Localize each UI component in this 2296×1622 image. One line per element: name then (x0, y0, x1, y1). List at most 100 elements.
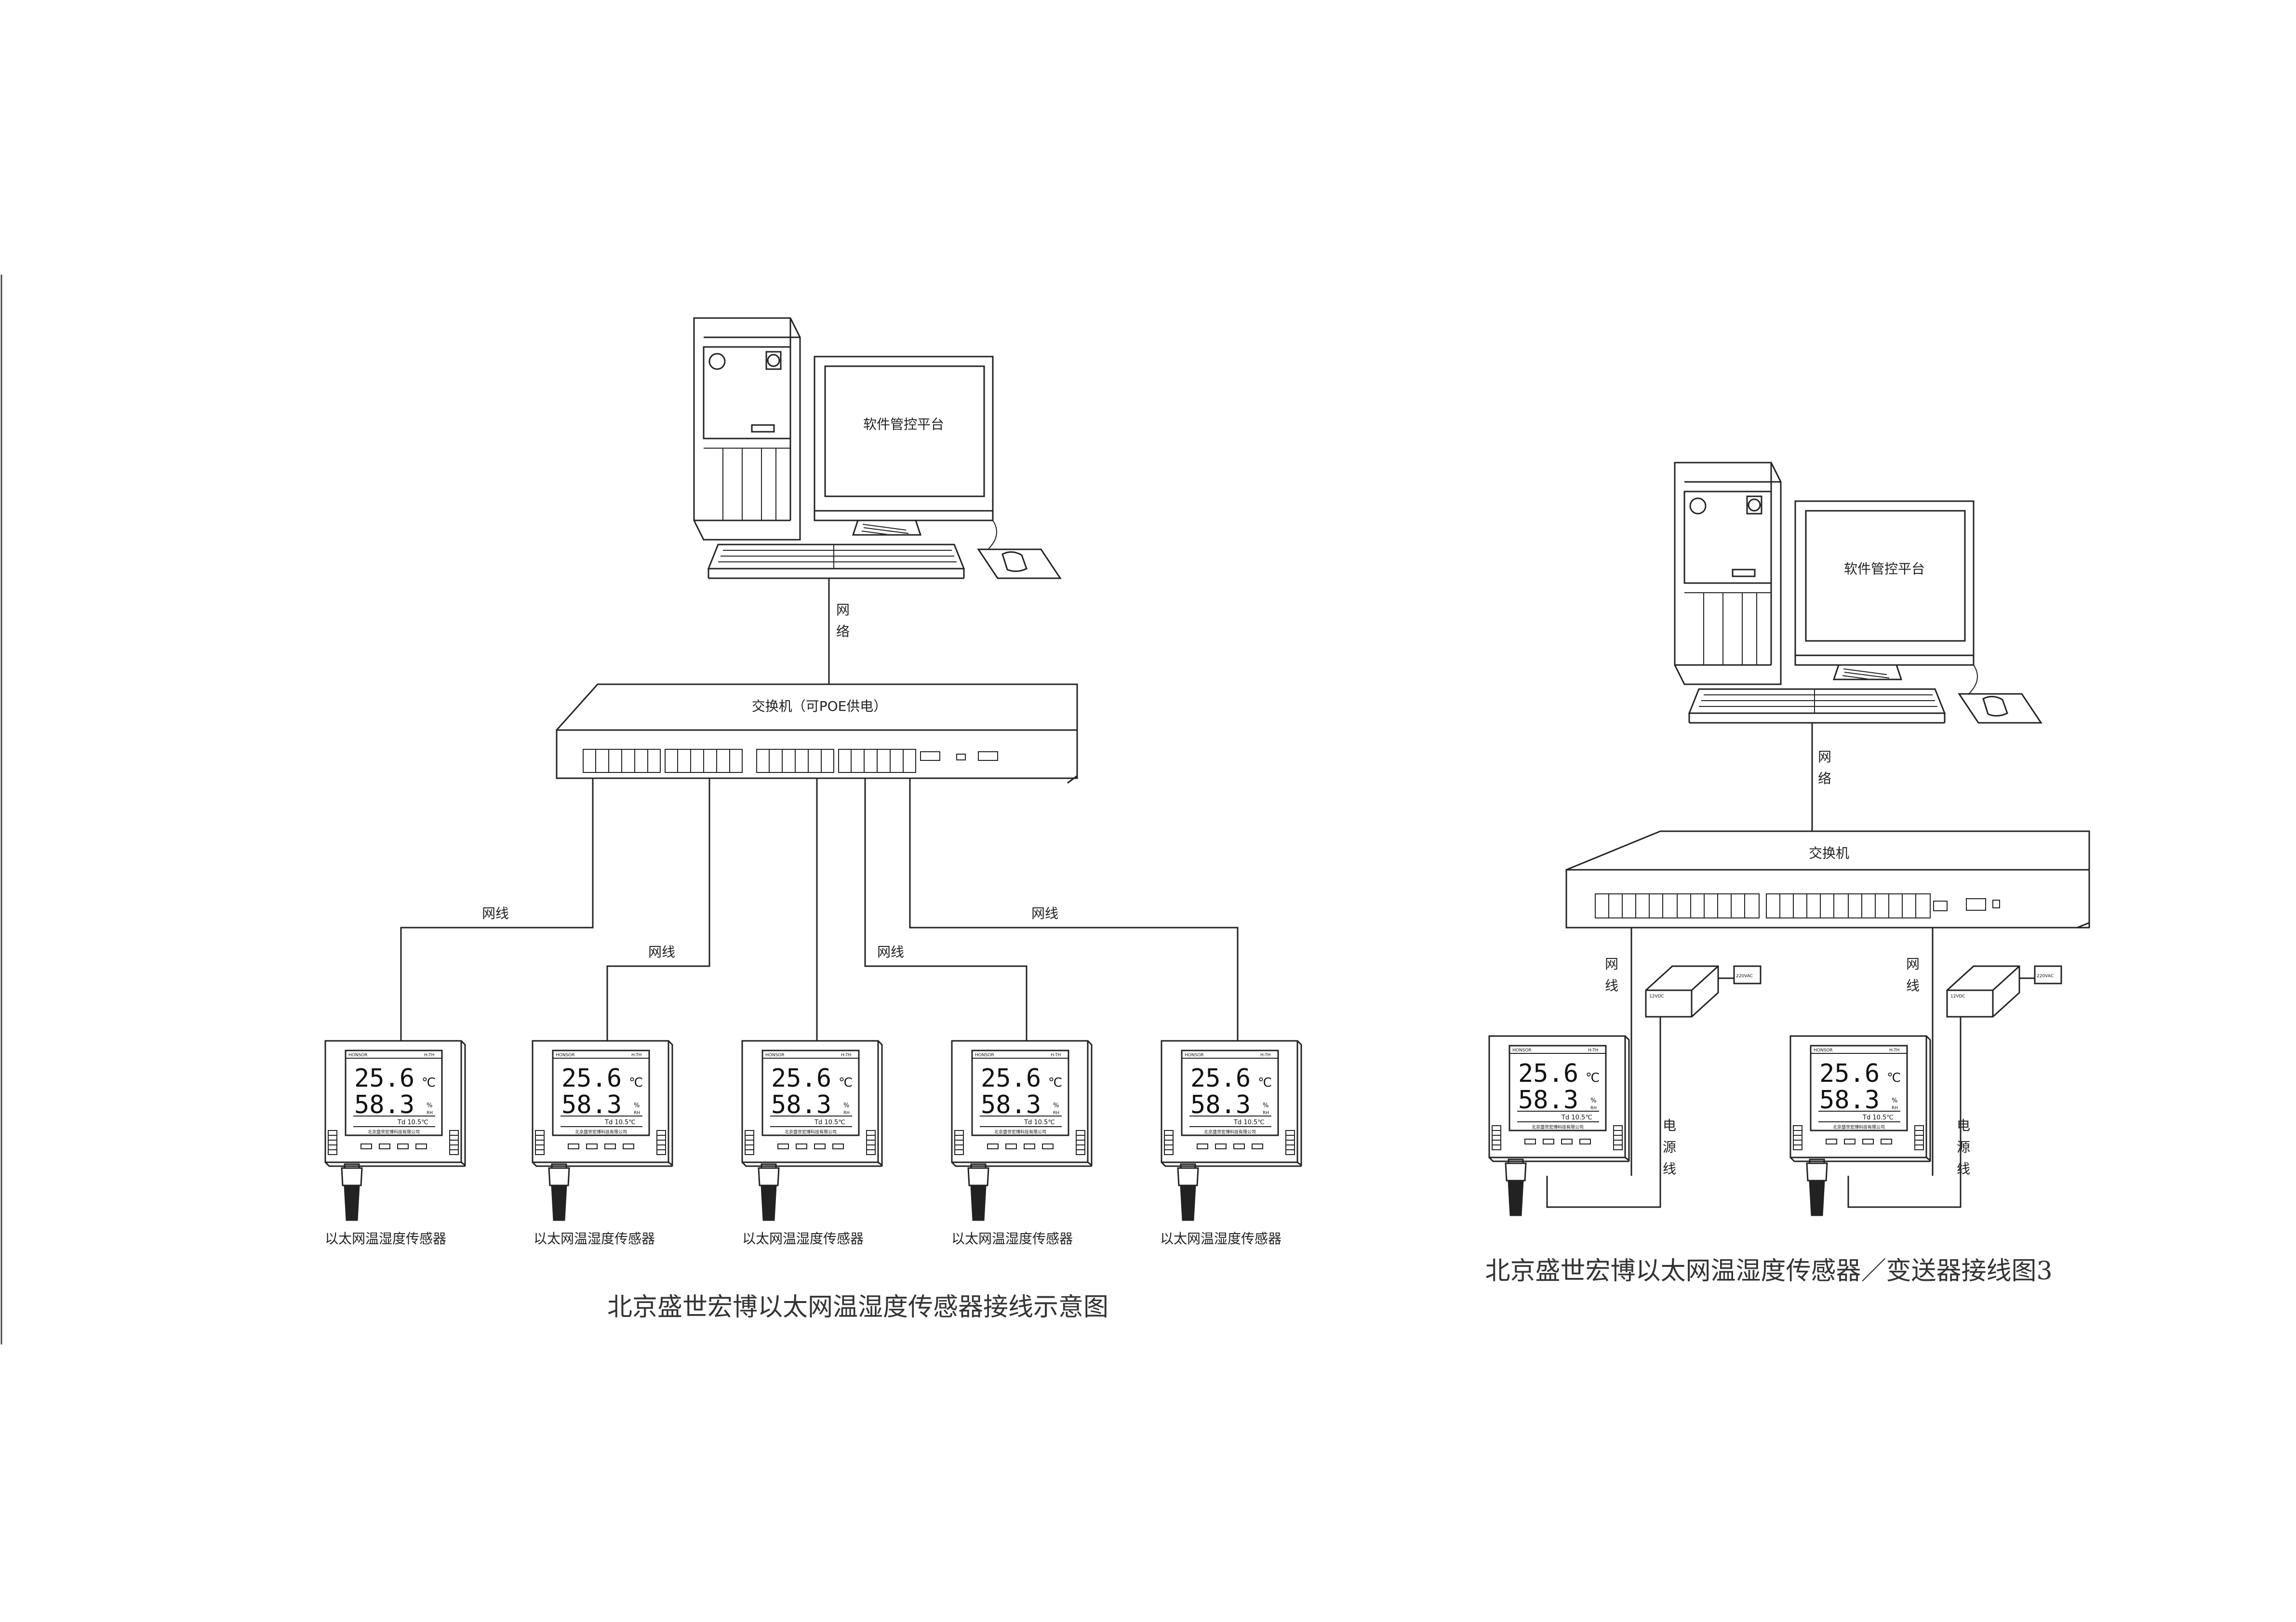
svg-text:58.3: 58.3 (1518, 1086, 1578, 1115)
svg-text:℃: ℃ (839, 1076, 853, 1090)
sensor-caption-1: 以太网温湿度传感器 (325, 1231, 446, 1247)
svg-text:Td 10.5℃: Td 10.5℃ (1233, 1119, 1265, 1126)
svg-text:℃: ℃ (629, 1076, 643, 1090)
sensor-device-3: HONSOR H-TH 25.6 ℃ 58.3 % RH Td 10.5℃ 北京… (741, 1040, 883, 1221)
network-cables-2 (1546, 928, 2035, 1208)
svg-text:北京盛世宏博科技有限公司: 北京盛世宏博科技有限公司 (994, 1129, 1046, 1135)
sensor-caption-4: 以太网温湿度传感器 (951, 1231, 1073, 1247)
svg-text:RH: RH (634, 1111, 640, 1116)
svg-text:RH: RH (843, 1111, 850, 1116)
svg-text:HONSOR: HONSOR (1814, 1048, 1833, 1053)
svg-text:%: % (1590, 1097, 1596, 1104)
power-label-2b: 源 (1957, 1139, 1970, 1155)
svg-text:H-TH: H-TH (1051, 1053, 1061, 1058)
svg-text:Td 10.5℃: Td 10.5℃ (1561, 1114, 1592, 1121)
svg-text:H-TH: H-TH (1588, 1048, 1598, 1053)
svg-text:H-TH: H-TH (424, 1053, 434, 1058)
svg-text:HONSOR: HONSOR (765, 1053, 785, 1058)
network-switch-2 (1565, 830, 2090, 929)
sensor-device-7: HONSOR H-TH 25.6 ℃ 58.3 % RH Td 10.5℃ 北京… (1789, 1035, 1931, 1216)
computer-workstation-2 (1674, 462, 2042, 724)
computer-workstation-1 (693, 317, 1061, 579)
svg-text:H-TH: H-TH (631, 1053, 641, 1058)
network-label-2b: 络 (1818, 771, 1831, 786)
svg-text:H-TH: H-TH (841, 1053, 851, 1058)
sensor-device-1: HONSOR H-TH 25.6 ℃ 58.3 % RH Td 10.5℃ 北京… (324, 1040, 466, 1221)
svg-text:12VDC: 12VDC (1950, 994, 1965, 999)
sensor-device-5: HONSOR H-TH 25.6 ℃ 58.3 % RH Td 10.5℃ 北京… (1161, 1040, 1302, 1221)
cable-label-1: 网线 (482, 905, 509, 921)
svg-text:25.6: 25.6 (1819, 1059, 1880, 1088)
svg-text:220VAC: 220VAC (1736, 974, 1753, 979)
mains-socket-1: 220VAC (1733, 965, 1762, 984)
cable-label-2-1b: 线 (1605, 978, 1618, 994)
svg-text:%: % (1892, 1097, 1897, 1104)
svg-text:58.3: 58.3 (1819, 1086, 1880, 1115)
power-adapter-2: 12VDC (1946, 965, 2020, 1018)
diagram-2-title: 北京盛世宏博以太网温湿度传感器／变送器接线图3 (1485, 1257, 2052, 1286)
power-label-1a: 电 (1663, 1117, 1676, 1133)
mains-socket-2: 220VAC (2034, 965, 2062, 984)
svg-text:H-TH: H-TH (1260, 1053, 1270, 1058)
svg-text:Td 10.5℃: Td 10.5℃ (604, 1119, 636, 1126)
power-label-1c: 线 (1663, 1161, 1676, 1177)
svg-text:HONSOR: HONSOR (1185, 1053, 1204, 1058)
svg-text:220VAC: 220VAC (2037, 974, 2054, 979)
network-label-2a: 网 (1818, 749, 1831, 765)
svg-text:℃: ℃ (1258, 1076, 1272, 1090)
cable-label-2: 网线 (648, 944, 675, 960)
svg-text:RH: RH (1892, 1106, 1898, 1111)
svg-text:%: % (1263, 1102, 1268, 1109)
svg-text:℃: ℃ (1048, 1076, 1062, 1090)
svg-text:℃: ℃ (1887, 1071, 1901, 1085)
poe-switch (556, 683, 1078, 784)
network-label-1b: 络 (836, 624, 850, 639)
svg-text:RH: RH (427, 1111, 433, 1116)
sensor-device-2: HONSOR H-TH 25.6 ℃ 58.3 % RH Td 10.5℃ 北京… (532, 1040, 673, 1221)
svg-text:北京盛世宏博科技有限公司: 北京盛世宏博科技有限公司 (1833, 1124, 1885, 1130)
svg-text:RH: RH (1590, 1106, 1597, 1111)
svg-text:58.3: 58.3 (771, 1090, 831, 1119)
network-cables-1 (400, 778, 1239, 1041)
sensor-caption-3: 以太网温湿度传感器 (742, 1231, 864, 1247)
svg-text:%: % (1053, 1102, 1059, 1109)
network-label-1a: 网 (836, 602, 850, 618)
svg-text:%: % (843, 1102, 849, 1109)
svg-text:12VDC: 12VDC (1649, 994, 1664, 999)
svg-text:HONSOR: HONSOR (975, 1053, 994, 1058)
svg-text:%: % (427, 1102, 432, 1109)
svg-text:Td 10.5℃: Td 10.5℃ (814, 1119, 845, 1126)
svg-text:25.6: 25.6 (561, 1064, 622, 1093)
software-platform-label-2: 软件管控平台 (1844, 561, 1925, 577)
software-platform-label-1: 软件管控平台 (863, 416, 944, 432)
svg-text:25.6: 25.6 (354, 1064, 414, 1093)
sensor-device-4: HONSOR H-TH 25.6 ℃ 58.3 % RH Td 10.5℃ 北京… (951, 1040, 1093, 1221)
svg-text:25.6: 25.6 (1518, 1059, 1578, 1088)
cable-label-2-2a: 网 (1906, 956, 1920, 972)
svg-text:北京盛世宏博科技有限公司: 北京盛世宏博科技有限公司 (368, 1129, 420, 1135)
svg-text:℃: ℃ (422, 1076, 436, 1090)
sensor-device-6: HONSOR H-TH 25.6 ℃ 58.3 % RH Td 10.5℃ 北京… (1488, 1035, 1630, 1216)
svg-text:北京盛世宏博科技有限公司: 北京盛世宏博科技有限公司 (785, 1129, 837, 1135)
svg-text:25.6: 25.6 (771, 1064, 831, 1093)
diagram-2: 软件管控平台 网 络 (1485, 462, 2090, 1286)
svg-text:Td 10.5℃: Td 10.5℃ (1862, 1114, 1894, 1121)
svg-text:58.3: 58.3 (981, 1090, 1041, 1119)
svg-text:%: % (634, 1102, 640, 1109)
svg-text:H-TH: H-TH (1889, 1048, 1899, 1053)
svg-text:北京盛世宏博科技有限公司: 北京盛世宏博科技有限公司 (1532, 1124, 1584, 1130)
svg-text:58.3: 58.3 (561, 1090, 622, 1119)
svg-text:Td 10.5℃: Td 10.5℃ (1024, 1119, 1055, 1126)
svg-text:25.6: 25.6 (1190, 1064, 1251, 1093)
svg-text:北京盛世宏博科技有限公司: 北京盛世宏博科技有限公司 (575, 1129, 627, 1135)
svg-text:HONSOR: HONSOR (556, 1053, 575, 1058)
switch-label-2: 交换机 (1809, 845, 1849, 861)
svg-text:RH: RH (1263, 1111, 1269, 1116)
power-label-2c: 线 (1957, 1161, 1970, 1177)
cable-label-3: 网线 (877, 944, 904, 960)
cable-label-2-1a: 网 (1605, 956, 1618, 972)
diagram-1: 软件管控平台 网 络 (324, 317, 1302, 1322)
svg-text:58.3: 58.3 (354, 1090, 414, 1119)
svg-text:Td 10.5℃: Td 10.5℃ (397, 1119, 428, 1126)
power-label-1b: 源 (1663, 1139, 1676, 1155)
